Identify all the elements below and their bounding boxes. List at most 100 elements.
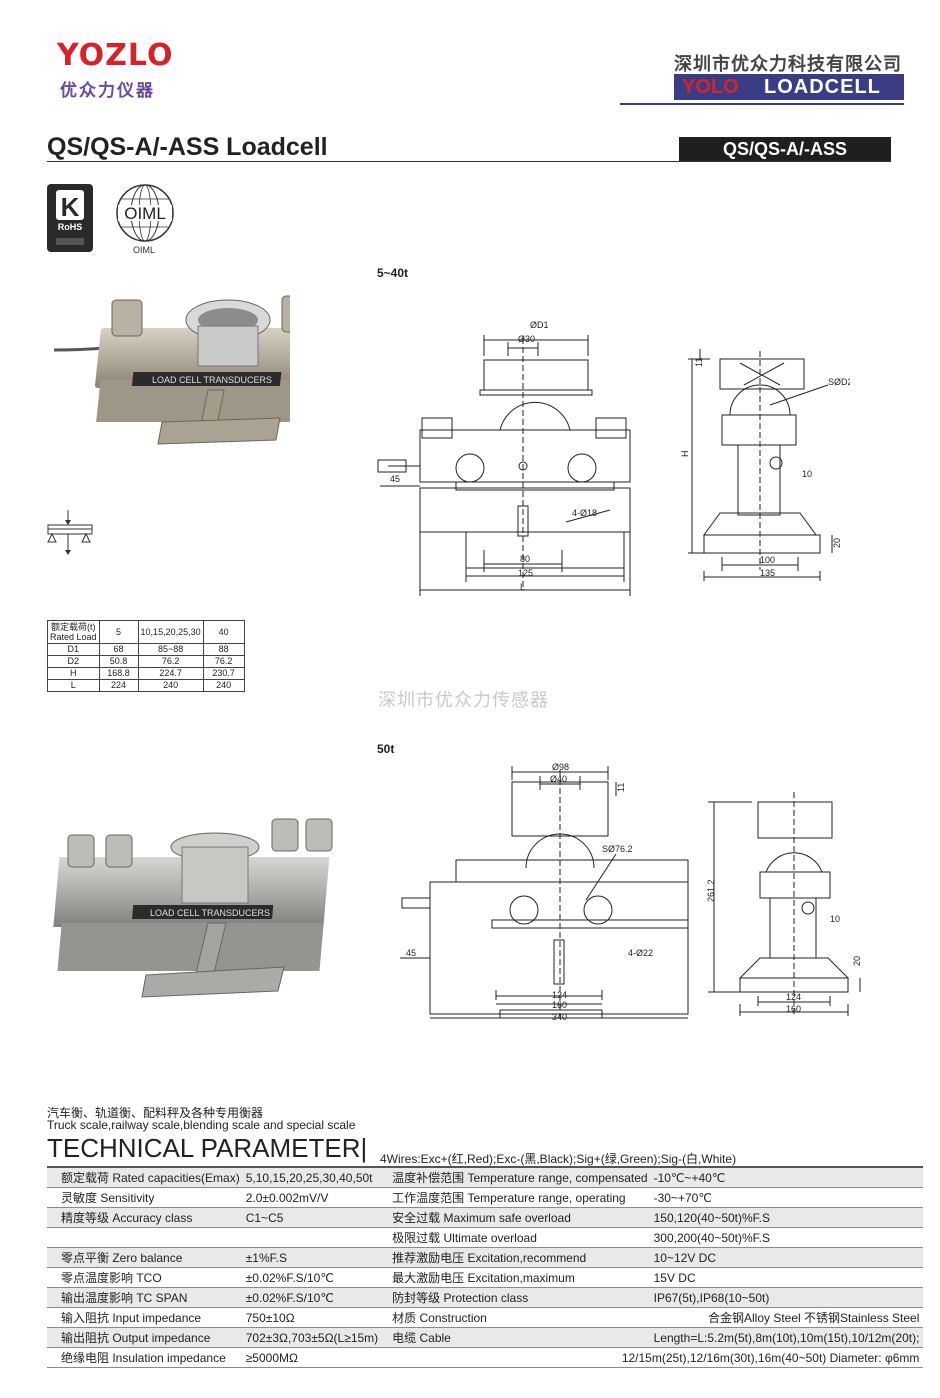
- table-row: H 168.8 224.7 230.7: [47, 667, 245, 680]
- spec-value: 12/15m(25t),12/16m(30t),16m(40~50t) Diam…: [378, 1347, 924, 1368]
- table-row: 输入阻抗 Input impedance 750±10Ω 材质 Construc…: [47, 1307, 924, 1328]
- dim-10: 10: [802, 469, 812, 479]
- rohs-badge: K RoHS: [47, 184, 93, 252]
- spec-label: 材质 Construction: [378, 1307, 648, 1328]
- tech-title: TECHNICAL PARAMETER|: [47, 1133, 368, 1163]
- row-label: D2: [47, 655, 100, 668]
- k-letter: K: [61, 192, 80, 222]
- dim-s124: 124: [786, 992, 801, 1002]
- spec-value: ±1%F.S: [239, 1247, 379, 1268]
- spec-label: 温度补偿范围 Temperature range, compensated: [378, 1166, 648, 1188]
- logo-subtitle: 优众力仪器: [60, 81, 155, 100]
- spec-value: 150,120(40~50t)%F.S: [647, 1207, 924, 1228]
- caption-5-40t: 5~40t: [377, 266, 409, 280]
- dim-s160: 160: [786, 1004, 801, 1014]
- caption-50t: 50t: [377, 742, 395, 756]
- table-row: 极限过载 Ultimate overload 300,200(40~50t)%F…: [47, 1227, 924, 1248]
- table-row: 额定载荷 Rated capacities(Emax) 5,10,15,20,2…: [47, 1166, 924, 1188]
- drawing-side-5-40t: 11 SØD2 H 10 20 100 135: [680, 349, 850, 581]
- spec-value: IP67(5t),IP68(10~50t): [647, 1287, 924, 1308]
- photo-label: LOAD CELL TRANSDUCERS: [150, 908, 270, 918]
- spec-value: 2.0±0.002mV/V: [239, 1187, 379, 1208]
- dim-o98: Ø98: [552, 762, 569, 772]
- oiml-globe-icon: OIML: [116, 184, 174, 242]
- dim-100: 100: [760, 555, 775, 565]
- dim-11: 11: [694, 358, 704, 367]
- dim-80: 80: [520, 554, 530, 564]
- table-header-cell: 额定载荷(t) Rated Load: [47, 620, 100, 644]
- cell: 230.7: [202, 667, 245, 680]
- application-en: Truck scale,railway scale,blending scale…: [47, 1118, 356, 1132]
- cell: 224: [98, 679, 139, 692]
- spec-value: 合金钢Alloy Steel 不锈钢Stainless Steel: [647, 1307, 924, 1328]
- cell: 50.8: [98, 655, 139, 668]
- spec-value: -30~+70℃: [647, 1187, 924, 1208]
- loadcell-photo-50t: LOAD CELL TRANSDUCERS: [53, 818, 333, 998]
- brand-yolo: YOLO: [682, 76, 739, 98]
- rohs-text: RoHS: [58, 222, 83, 232]
- spec-value: 300,200(40~50t)%F.S: [647, 1227, 924, 1248]
- cell: 240: [202, 679, 245, 692]
- dim-o30: Ø30: [518, 334, 535, 344]
- spec-value: ±0.02%F.S/10℃: [239, 1267, 379, 1288]
- dim-340: 340: [552, 1012, 567, 1022]
- oiml-inner-text: OIML: [124, 204, 166, 223]
- rohs-icon: K RoHS: [56, 190, 84, 245]
- spec-value: 15V DC: [647, 1267, 924, 1288]
- row-label: D1: [47, 643, 100, 656]
- spec-label: 极限过载 Ultimate overload: [378, 1227, 648, 1248]
- spec-value: ≥5000MΩ: [239, 1347, 379, 1368]
- table-row: 零点温度影响 TCO ±0.02%F.S/10℃ 最大激励电压 Excitati…: [47, 1267, 924, 1288]
- spec-value: Length=L:5.2m(5t),8m(10t),10m(15t),10/12…: [647, 1327, 924, 1348]
- table-row: 输出温度影响 TC SPAN ±0.02%F.S/10℃ 防封等级 Protec…: [47, 1287, 924, 1308]
- spec-label: 最大激励电压 Excitation,maximum: [378, 1267, 648, 1288]
- header-divider: [620, 103, 904, 105]
- logo-text: YOZLO: [57, 38, 174, 73]
- cell: 224.7: [137, 667, 204, 680]
- spec-label: 精度等级 Accuracy class: [47, 1207, 240, 1228]
- spec-label: 推荐激励电压 Excitation,recommend: [378, 1247, 648, 1268]
- model-badge: QS/QS-A/-ASS: [679, 137, 891, 161]
- dim-o40: Ø40: [550, 774, 567, 784]
- table-row: D1 68 85~88 88: [47, 643, 245, 656]
- dim-H: H: [680, 451, 690, 458]
- col-header: 10,15,20,25,30: [137, 620, 204, 644]
- cell: 168.8: [98, 667, 139, 680]
- spec-label: 零点平衡 Zero balance: [47, 1247, 240, 1268]
- spec-label: 输出温度影响 TC SPAN: [47, 1287, 240, 1308]
- company-name: 深圳市优众力科技有限公司: [674, 54, 902, 74]
- dim-124: 124: [552, 990, 567, 1000]
- dim-hole: 4-Ø22: [628, 948, 653, 958]
- spec-label: 绝缘电阻 Insulation impedance: [47, 1347, 240, 1368]
- dimension-table: 额定载荷(t) Rated Load 5 10,15,20,25,30 40 D…: [47, 620, 245, 692]
- table-row: 输出阻抗 Output impedance 702±3Ω,703±5Ω(L≥15…: [47, 1327, 924, 1348]
- spec-value: ±0.02%F.S/10℃: [239, 1287, 379, 1308]
- table-row: 精度等级 Accuracy class C1~C5 安全过载 Maximum s…: [47, 1207, 924, 1228]
- row-label: L: [47, 679, 100, 692]
- oiml-label: OIML: [133, 245, 156, 255]
- cell: 68: [98, 643, 139, 656]
- watermark: 深圳市优众力传感器: [378, 690, 549, 710]
- dim-11: 11: [616, 783, 626, 792]
- photo-label: LOAD CELL TRANSDUCERS: [152, 375, 272, 385]
- spec-label: 工作温度范围 Temperature range, operating: [378, 1187, 648, 1208]
- spec-label: 电缆 Cable: [378, 1327, 648, 1348]
- dim-od1: ØD1: [530, 320, 549, 330]
- header-cn: 额定载荷(t): [51, 622, 96, 632]
- drawing-side-50t: 261.2 10 20 124 160: [706, 792, 862, 1016]
- spec-label: [47, 1227, 240, 1248]
- dim-s76: SØ76.2: [602, 844, 633, 854]
- table-row: 额定载荷(t) Rated Load 5 10,15,20,25,30 40: [47, 620, 245, 644]
- title-divider: [47, 161, 891, 162]
- row-label: H: [47, 667, 100, 680]
- dim-125: 125: [518, 568, 533, 578]
- spec-value: 750±10Ω: [239, 1307, 379, 1328]
- col-header: 5: [98, 620, 139, 644]
- dim-45: 45: [406, 948, 416, 958]
- spec-table: 额定载荷 Rated capacities(Emax) 5,10,15,20,2…: [47, 1166, 924, 1368]
- dim-10: 10: [830, 914, 840, 924]
- drawing-front-50t: Ø98 Ø40 11 SØ76.2 45 4-Ø22 124 160 340: [400, 762, 689, 1022]
- loadcell-photo-5-40t: LOAD CELL TRANSDUCERS: [53, 295, 290, 445]
- dim-sd2: SØD2: [828, 377, 850, 387]
- wire-colors: 4Wires:Exc+(红,Red);Exc-(黑,Black);Sig+(绿,…: [380, 1152, 737, 1166]
